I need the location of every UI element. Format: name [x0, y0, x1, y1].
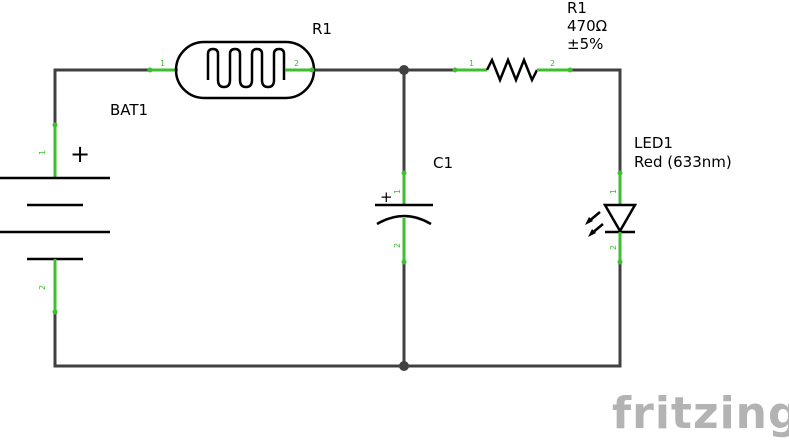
wire-top-right[interactable]	[568, 68, 622, 175]
led-pin1-label: 1	[609, 189, 618, 194]
capacitor-pin1-label: 1	[393, 189, 402, 194]
led-light-arrows-icon	[585, 211, 604, 237]
resistor-pin1-label: 1	[469, 59, 474, 68]
led-led1[interactable]: 1 2 LED1 Red (633nm)	[585, 134, 732, 265]
resistor-ref-label: R1	[567, 0, 587, 17]
capacitor-plus-sign: +	[380, 188, 393, 206]
resistor-pin2-label: 2	[550, 59, 555, 68]
battery-plus-sign: +	[70, 140, 90, 168]
ldr-pin1-label: 1	[160, 59, 165, 68]
resistor-r1[interactable]: 1 2 R1 470Ω ±5%	[452, 0, 608, 84]
resistor-tolerance-label: ±5%	[567, 35, 603, 53]
junction-top	[399, 65, 409, 75]
capacitor-c1[interactable]: 1 + 2 C1	[375, 154, 453, 265]
battery-ref-label: BAT1	[110, 101, 148, 119]
battery-pin2-label: 2	[38, 285, 47, 290]
ldr-ref-label: R1	[312, 20, 332, 38]
wires	[53, 68, 622, 368]
led-triangle	[602, 203, 638, 234]
photoresistor-r1[interactable]: 1 2 R1	[147, 20, 332, 100]
capacitor-pin2-label: 2	[393, 243, 402, 248]
fritzing-logo: fritzing	[612, 388, 789, 439]
capacitor-ref-label: C1	[433, 154, 453, 172]
ldr-meander	[206, 47, 286, 89]
resistor-zigzag	[485, 56, 539, 84]
junction-bottom	[399, 361, 409, 371]
led-pin2-label: 2	[609, 245, 618, 250]
led-color-label: Red (633nm)	[634, 153, 732, 171]
ldr-pin2-label: 2	[294, 59, 299, 68]
resistor-value-label: 470Ω	[567, 17, 607, 35]
battery-bat1[interactable]: 1 2 + BAT1	[0, 101, 148, 315]
capacitor-plate-curved	[376, 214, 432, 226]
wire-top-left[interactable]	[53, 68, 152, 127]
wire-bottom[interactable]	[53, 260, 622, 368]
led-ref-label: LED1	[634, 134, 673, 152]
battery-pin1-label: 1	[38, 150, 47, 155]
